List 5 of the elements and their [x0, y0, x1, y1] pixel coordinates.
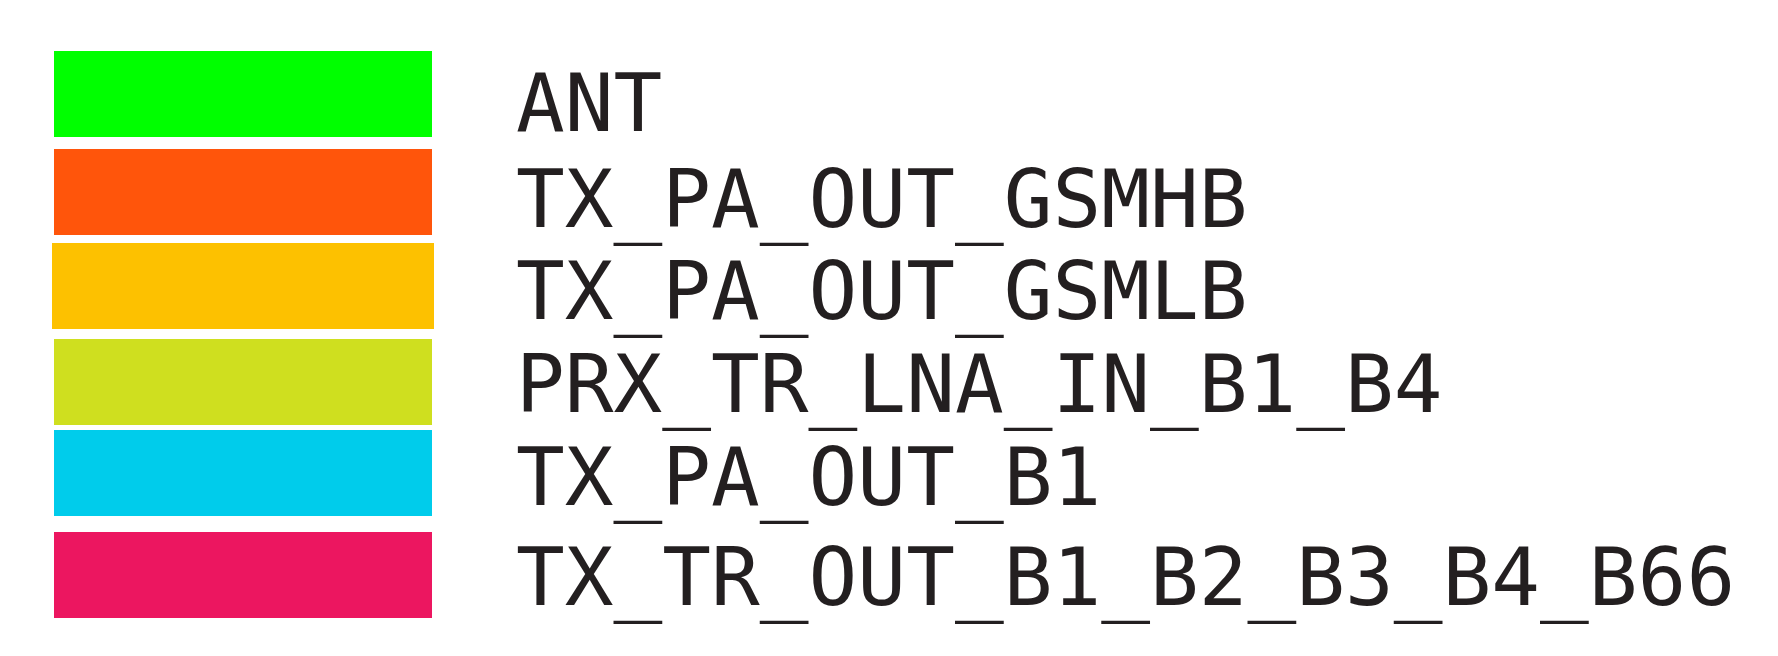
legend-label: ANT: [516, 55, 663, 152]
legend-label: PRX_TR_LNA_IN_B1_B4: [516, 337, 1443, 433]
legend-label: TX_PA_OUT_GSMHB: [516, 151, 1248, 248]
legend-label: TX_TR_OUT_B1_B2_B3_B4_B66: [516, 529, 1736, 626]
legend-label: TX_PA_OUT_B1: [516, 430, 1102, 526]
